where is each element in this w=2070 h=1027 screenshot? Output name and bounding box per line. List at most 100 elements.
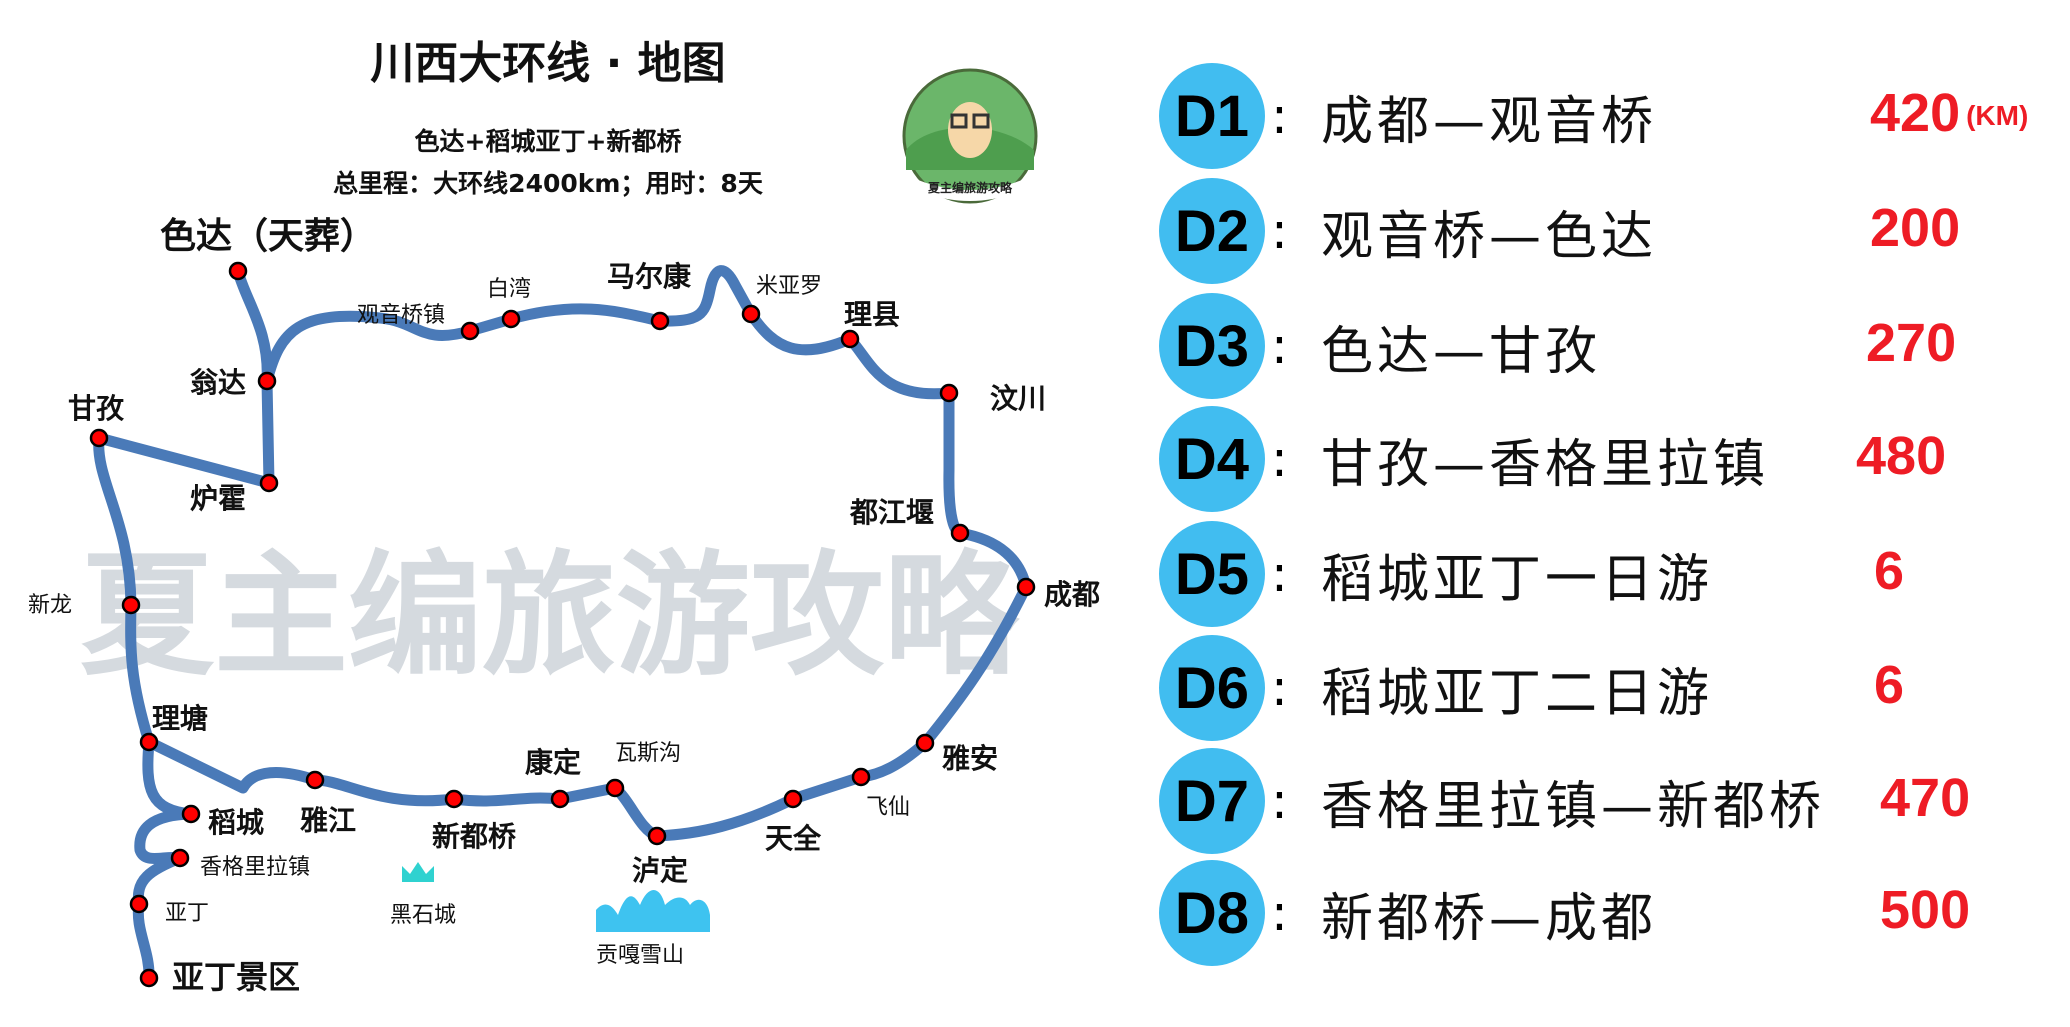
day-distance: 480: [1856, 425, 1946, 487]
stop-marker: [915, 733, 935, 753]
day-badge: D2: [1159, 178, 1265, 284]
place-label: 理塘: [152, 702, 208, 735]
place-label: 炉霍: [190, 482, 246, 515]
place-label: 天全: [765, 822, 822, 855]
day-distance: 420(KM): [1870, 82, 2028, 144]
place-label: 白湾: [487, 277, 531, 302]
stop-marker: [647, 826, 667, 846]
day-route: 成都—观音桥: [1321, 91, 1658, 152]
logo-text: 夏主编旅游攻略: [928, 180, 1013, 195]
place-label: 亚丁: [165, 901, 209, 926]
watermark: 夏主编旅游攻略: [80, 538, 1020, 694]
stop-marker: [939, 383, 959, 403]
day-distance: 6: [1874, 654, 1904, 716]
stop-marker: [851, 767, 871, 787]
stop-marker: [305, 770, 325, 790]
place-label: 泸定: [632, 854, 688, 887]
day-route: 新都桥—成都: [1321, 888, 1658, 949]
day-route: 稻城亚丁二日游: [1321, 663, 1714, 724]
stop-marker: [121, 595, 141, 615]
itinerary-row: D2: 观音桥—色达: [1159, 178, 1657, 284]
day-route: 稻城亚丁一日游: [1321, 549, 1714, 610]
distance-value: 6: [1874, 655, 1905, 715]
place-label: 亚丁景区: [172, 958, 300, 996]
stop-marker: [139, 968, 159, 988]
day-distance: 500: [1880, 879, 1970, 941]
day-badge: D4: [1159, 406, 1265, 512]
mountain-icon: [596, 890, 710, 932]
itinerary-row: D4: 甘孜—香格里拉镇: [1159, 406, 1769, 512]
day-badge: D8: [1159, 860, 1265, 966]
stop-marker: [1016, 577, 1036, 597]
castle-icon: [402, 862, 434, 882]
distance-unit: (KM): [1966, 100, 2029, 131]
day-badge: D6: [1159, 635, 1265, 741]
place-label: 新都桥: [432, 820, 516, 853]
colon: :: [1271, 545, 1288, 603]
place-label: 甘孜: [68, 392, 125, 425]
day-route: 香格里拉镇—新都桥: [1321, 776, 1826, 837]
place-label: 飞仙: [866, 795, 910, 820]
day-distance: 6: [1874, 540, 1904, 602]
distance-value: 500: [1880, 880, 1971, 940]
itinerary-row: D5:稻城亚丁一日游: [1159, 521, 1713, 627]
place-label: 都江堰: [849, 496, 934, 529]
stop-marker: [259, 473, 279, 493]
place-label: 瓦斯沟: [615, 741, 681, 766]
stop-marker: [460, 321, 480, 341]
day-distance: 470: [1880, 767, 1970, 829]
place-label: 马尔康: [607, 260, 692, 293]
place-label: 翁达: [190, 366, 246, 399]
day-route: 甘孜—香格里拉镇: [1321, 434, 1770, 495]
day-route: 观音桥—色达: [1321, 206, 1658, 267]
stop-marker: [741, 304, 761, 324]
stop-marker: [170, 848, 190, 868]
distance-value: 270: [1866, 313, 1957, 373]
day-badge: D7: [1159, 748, 1265, 854]
place-label: 色达（天葬）: [160, 216, 376, 257]
colon: :: [1271, 317, 1288, 375]
place-label: 香格里拉镇: [200, 855, 310, 880]
map-subtitle: 色达+稻城亚丁+新都桥: [415, 127, 682, 156]
distance-value: 420: [1870, 83, 1961, 143]
day-route: 色达—甘孜: [1321, 321, 1602, 382]
stop-marker: [181, 804, 201, 824]
stop-marker: [501, 309, 521, 329]
day-distance: 270: [1866, 312, 1956, 374]
place-label: 雅安: [942, 742, 998, 775]
place-label: 成都: [1044, 578, 1100, 611]
place-label: 米亚罗: [756, 274, 822, 299]
colon: :: [1271, 430, 1288, 488]
day-badge: D3: [1159, 293, 1265, 399]
stop-marker: [257, 371, 277, 391]
distance-value: 200: [1870, 198, 1961, 258]
itinerary-row: D3: 色达—甘孜: [1159, 293, 1601, 399]
itinerary-row: D8: 新都桥—成都: [1159, 860, 1657, 966]
place-label: 新龙: [28, 593, 72, 618]
stop-marker: [783, 789, 803, 809]
distance-value: 470: [1880, 768, 1971, 828]
itinerary-row: D7: 香格里拉镇—新都桥: [1159, 748, 1825, 854]
place-label: 理县: [844, 298, 900, 331]
stop-marker: [89, 428, 109, 448]
place-label: 雅江: [300, 804, 356, 837]
map-summary: 总里程：大环线2400km；用时：8天: [333, 169, 763, 198]
place-label: 康定: [525, 746, 581, 779]
stop-marker: [139, 732, 159, 752]
colon: :: [1271, 202, 1288, 260]
day-badge: D1: [1159, 63, 1265, 169]
colon: :: [1271, 772, 1288, 830]
itinerary-row: D1:成都—观音桥: [1159, 63, 1657, 169]
stop-marker: [950, 523, 970, 543]
distance-value: 480: [1856, 426, 1947, 486]
colon: :: [1271, 659, 1288, 717]
landmark-label: 黑石城: [390, 903, 456, 928]
landmark-label: 贡嘎雪山: [596, 943, 684, 968]
place-label: 稻城: [208, 806, 264, 839]
logo: 夏主编旅游攻略: [902, 68, 1038, 204]
colon: :: [1271, 884, 1288, 942]
distance-value: 6: [1874, 541, 1905, 601]
stop-marker: [444, 789, 464, 809]
stop-marker: [605, 778, 625, 798]
